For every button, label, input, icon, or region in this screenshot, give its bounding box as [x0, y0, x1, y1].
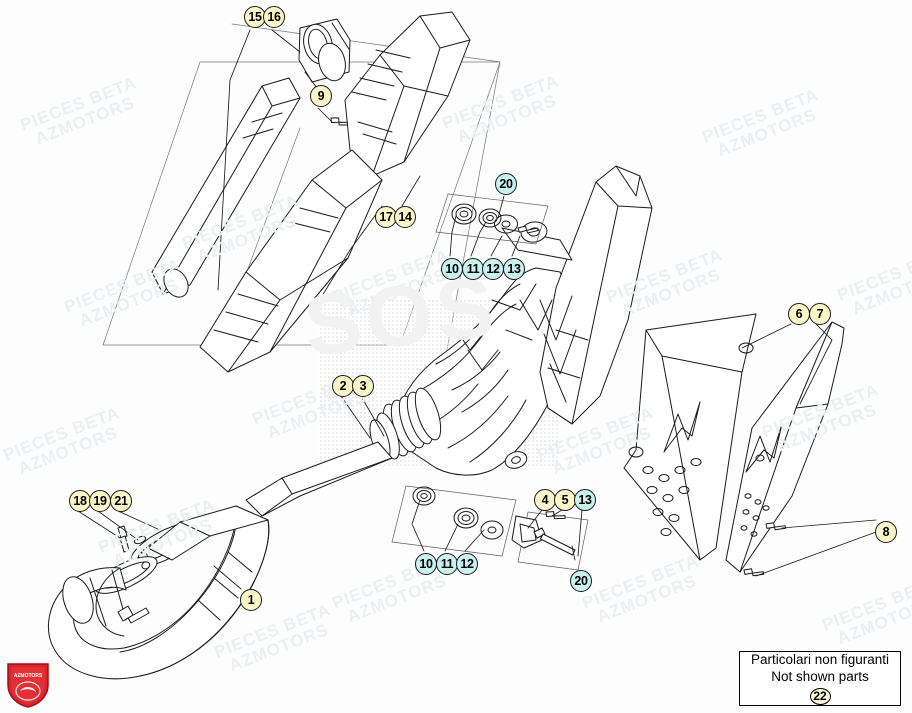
callout-bubble-19[interactable]: 19: [89, 490, 111, 512]
callout-bubble-8[interactable]: 8: [875, 521, 897, 543]
legend-box: Particolari non figuranti Not shown part…: [739, 651, 901, 706]
callout-bubble-14[interactable]: 14: [394, 206, 416, 228]
callout-bubble-20[interactable]: 20: [495, 173, 517, 195]
svg-text:AZMOTORS: AZMOTORS: [14, 673, 43, 679]
callout-bubble-7[interactable]: 7: [809, 303, 831, 325]
callout-bubble-6[interactable]: 6: [788, 303, 810, 325]
callout-bubble-12[interactable]: 12: [456, 553, 478, 575]
legend-line-english: Not shown parts: [771, 668, 869, 684]
callout-bubble-2[interactable]: 2: [332, 375, 354, 397]
callout-bubble-1[interactable]: 1: [240, 589, 262, 611]
callout-bubble-12[interactable]: 12: [482, 258, 504, 280]
callout-bubble-10[interactable]: 10: [415, 553, 437, 575]
callout-bubble-4[interactable]: 4: [534, 489, 556, 511]
callout-bubble-5[interactable]: 5: [554, 489, 576, 511]
callout-bubble-20[interactable]: 20: [570, 570, 592, 592]
legend-line-italian: Particolari non figuranti: [750, 651, 890, 667]
callout-bubble-11[interactable]: 11: [436, 553, 458, 575]
callout-bubble-11[interactable]: 11: [462, 258, 484, 280]
legend-ref-bubble: 22: [809, 688, 831, 706]
callout-bubble-3[interactable]: 3: [352, 375, 374, 397]
callout-bubble-10[interactable]: 10: [441, 258, 463, 280]
azmotors-logo: AZMOTORS: [7, 663, 49, 708]
callout-bubble-13[interactable]: 13: [503, 258, 525, 280]
callout-bubble-21[interactable]: 21: [110, 490, 132, 512]
callout-bubble-16[interactable]: 16: [263, 6, 285, 28]
callout-bubble-18[interactable]: 18: [69, 490, 91, 512]
callout-bubble-13[interactable]: 13: [574, 489, 596, 511]
callout-bubble-9[interactable]: 9: [310, 85, 332, 107]
callout-bubble-17[interactable]: 17: [375, 206, 397, 228]
